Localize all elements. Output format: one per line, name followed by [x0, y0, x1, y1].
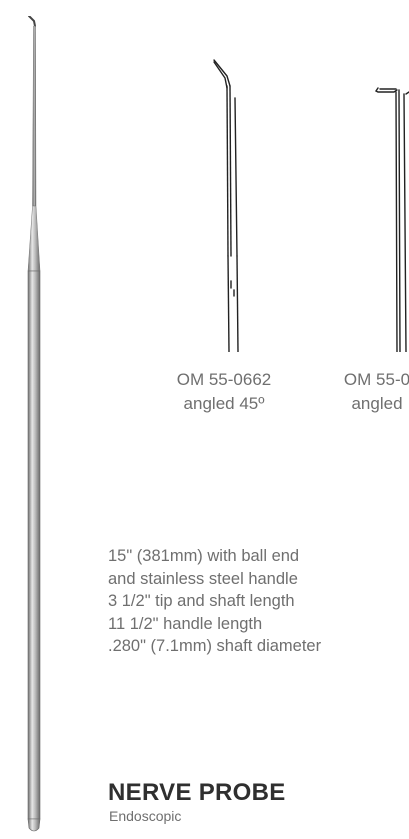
spec-line: 11 1/2" handle length [108, 614, 263, 633]
product-title: NERVE PROBE [108, 779, 286, 806]
spec-line: and stainless steel handle [108, 569, 298, 588]
nerve-probe-illustration [27, 16, 41, 832]
probe-45-illustration [213, 59, 239, 352]
product-caption-90: OM 55-0 angled [317, 368, 409, 416]
product-description: angled 45º [183, 394, 265, 413]
spec-line: 3 1/2" tip and shaft length [108, 592, 295, 610]
product-description: angled [351, 394, 403, 413]
spec-line: .280" (7.1mm) shaft diameter [108, 637, 322, 655]
product-subtitle: Endoscopic [109, 808, 182, 824]
spec-line: 15" (381mm) with ball end [108, 547, 300, 565]
product-code: OM 55-0 [343, 370, 409, 389]
product-code: OM 55-0662 [176, 370, 272, 389]
specifications: 15" (381mm) with ball end and stainless … [108, 545, 321, 658]
probe-90-illustration [374, 87, 409, 352]
product-caption-45: OM 55-0662 angled 45º [174, 368, 274, 416]
